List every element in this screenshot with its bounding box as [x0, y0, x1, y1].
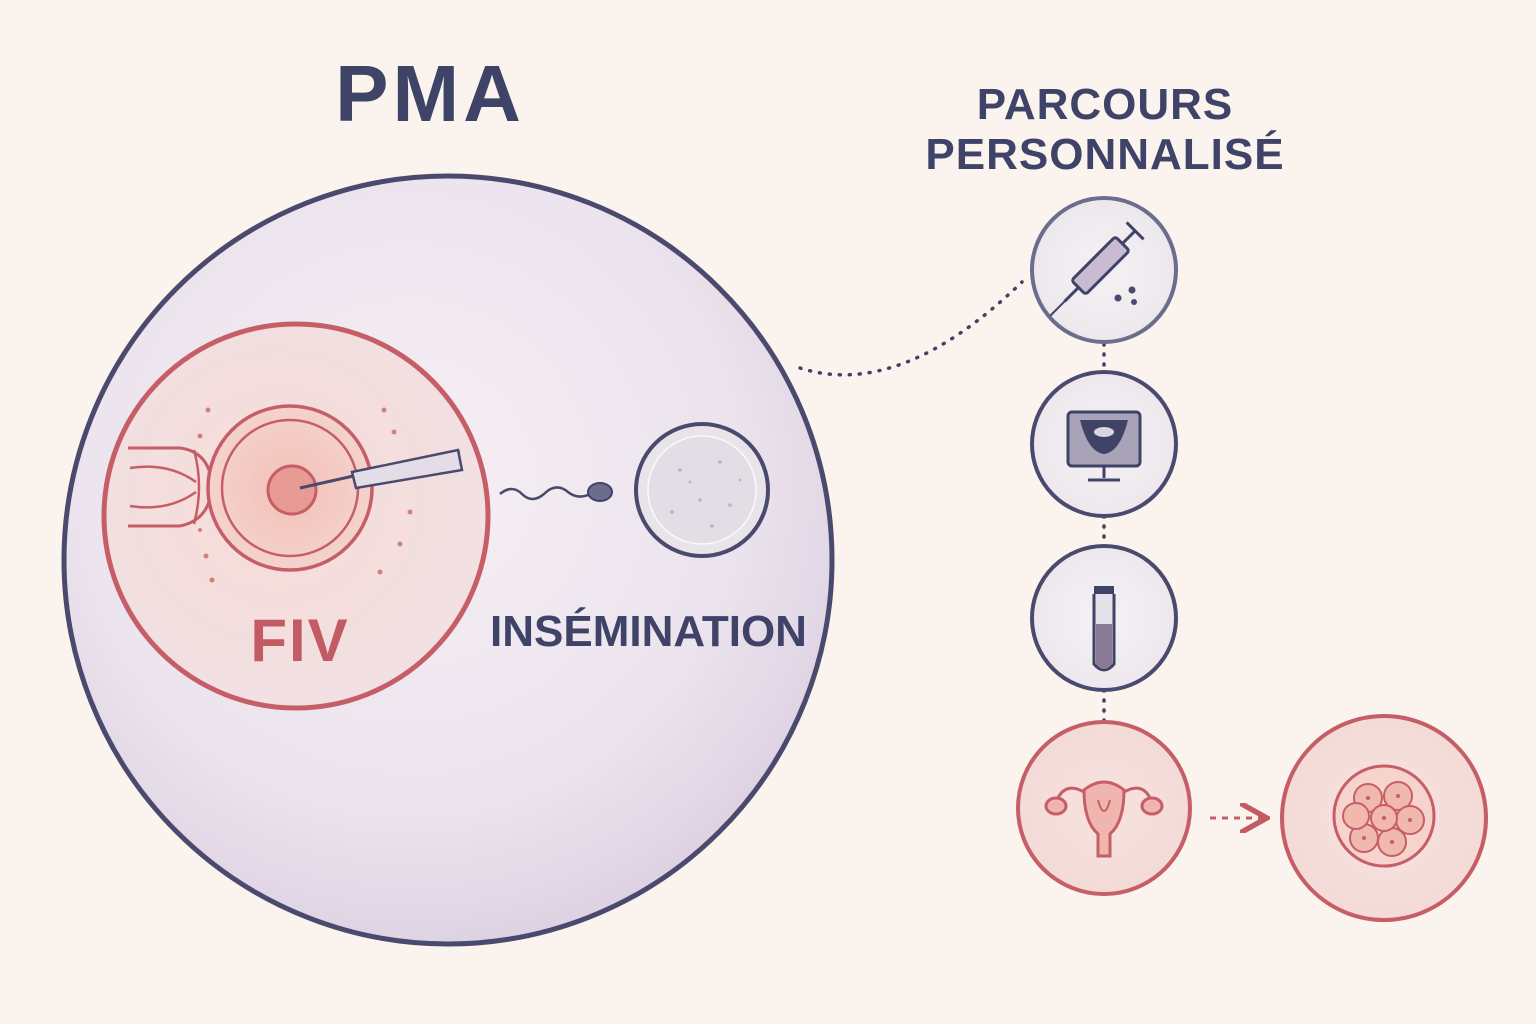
sperm-icon — [499, 482, 613, 502]
insemination-section — [499, 422, 770, 558]
step-ultrasound — [1030, 370, 1178, 518]
embryo-icon — [1332, 764, 1436, 868]
test-tube-icon — [1092, 586, 1116, 672]
uterus-icon — [1044, 780, 1164, 858]
path-title-line2: PERSONNALISÉ — [925, 130, 1285, 179]
icsi-injection-icon — [128, 404, 464, 583]
path-title: PARCOURS PERSONNALISÉ — [900, 80, 1310, 180]
egg-cell-icon — [634, 422, 770, 558]
fiv-section — [101, 321, 491, 711]
syringe-icon — [1049, 221, 1145, 317]
step-test-tube — [1030, 544, 1178, 692]
step-uterus — [1016, 720, 1192, 896]
fiv-label: FIV — [250, 607, 350, 674]
step-syringe — [1030, 196, 1178, 344]
insemination-label: INSÉMINATION — [490, 607, 807, 656]
connector-dotted-curve — [798, 280, 1024, 377]
page-title: PMA — [335, 49, 525, 138]
ultrasound-monitor-icon — [1066, 410, 1142, 482]
step-embryo — [1280, 714, 1488, 922]
path-title-line1: PARCOURS — [976, 80, 1234, 129]
